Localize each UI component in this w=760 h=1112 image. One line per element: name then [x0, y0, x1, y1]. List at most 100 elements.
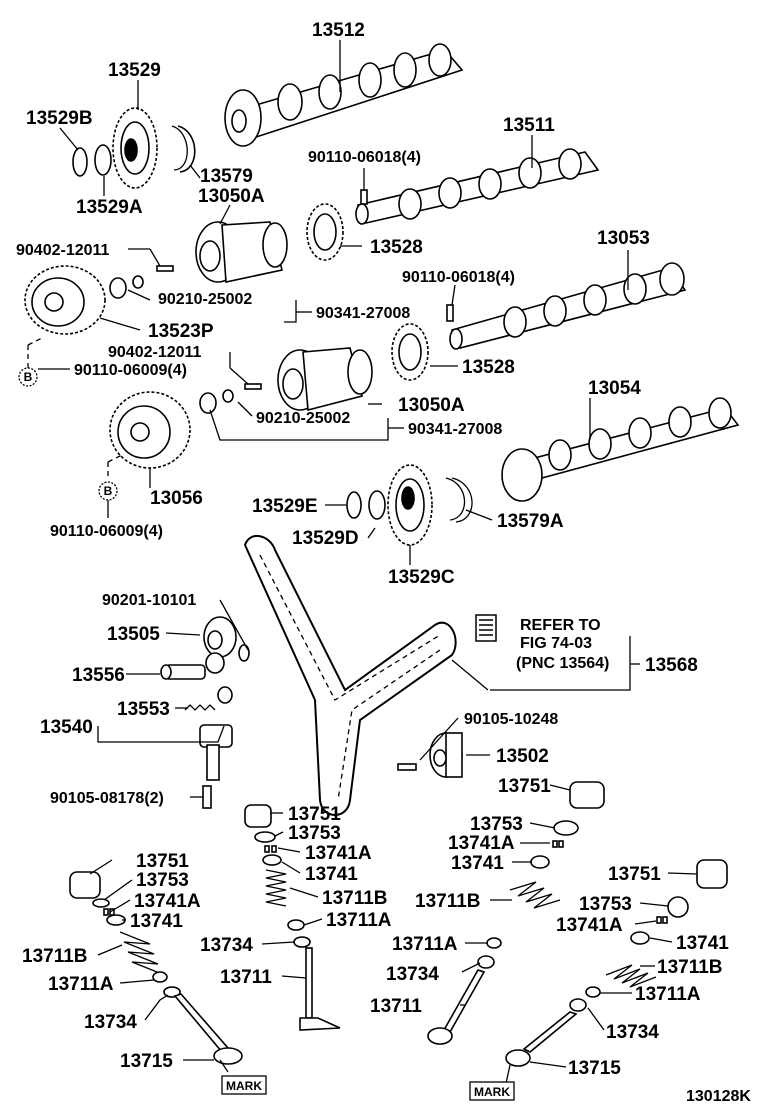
plate-13529D — [368, 490, 386, 520]
nut-90201-10101 — [238, 644, 250, 662]
label-13715-l: 13715 — [120, 1051, 173, 1072]
mark-label-right: MARK — [474, 1085, 510, 1099]
plate-13529A — [94, 144, 112, 176]
valve-13715-rr — [505, 1011, 578, 1067]
spring-13711B-mid — [265, 869, 287, 907]
camshaft-13054 — [501, 397, 740, 502]
label-13734-rr: 13734 — [606, 1022, 659, 1043]
shim-13753-mid — [254, 831, 276, 843]
bolt-90110-06018-b — [446, 304, 454, 322]
label-13715-r: 13715 — [568, 1058, 621, 1079]
circle-b-marker-2: B — [98, 481, 118, 501]
keeper-13741A-mid — [264, 845, 277, 853]
label-13711A-m: 13711A — [326, 910, 392, 931]
retainer-13741-rr — [630, 931, 650, 945]
label-13529B: 13529B — [26, 108, 93, 129]
label-13711A-r: 13711A — [392, 934, 458, 955]
label-13529A: 13529A — [76, 197, 143, 218]
timing-belt-13568 — [243, 535, 457, 816]
label-13502: 13502 — [496, 746, 549, 767]
washer-13529B — [72, 147, 88, 177]
idler-13502 — [429, 732, 463, 778]
seat-13711A-l — [152, 971, 168, 983]
bolt-90105-10248 — [397, 763, 417, 771]
seat-13711A-rr — [585, 986, 601, 998]
spring-13711B-l — [119, 931, 163, 975]
label-13553: 13553 — [117, 699, 170, 720]
snap-ring-13579 — [171, 125, 196, 173]
label-13753-r: 13753 — [470, 814, 523, 835]
label-13753-rr: 13753 — [579, 894, 632, 915]
keeper-13741A-r — [552, 840, 564, 848]
label-13523P: 13523P — [148, 321, 214, 342]
bolt-90110-06018-a — [360, 189, 368, 205]
label-13711A-rr: 13711A — [635, 984, 701, 1005]
label-13734-m: 13734 — [200, 935, 253, 956]
valve-13711-r — [427, 969, 486, 1045]
circle-b-label-1: B — [24, 370, 33, 384]
label-13050A-upper: 13050A — [198, 186, 265, 207]
seal-13734-mid — [293, 936, 311, 948]
label-90210-25002-b: 90210-25002 — [256, 410, 350, 427]
shaft-13556 — [160, 664, 206, 680]
label-13711A-l: 13711A — [48, 974, 114, 995]
bolt-90402-upper — [156, 265, 174, 272]
label-13050A-lower: 13050A — [398, 395, 465, 416]
valve-13711-mid — [299, 947, 341, 1031]
label-13753-l: 13753 — [136, 870, 189, 891]
label-90110-06009-a: 90110-06009(4) — [74, 362, 187, 379]
label-13741-m: 13741 — [305, 864, 358, 885]
label-13734-l: 13734 — [84, 1012, 137, 1033]
gear-13529 — [112, 107, 158, 189]
bolt-90105-08178 — [202, 785, 212, 809]
label-13511: 13511 — [503, 115, 555, 136]
seal-13734-rr — [569, 998, 587, 1012]
label-13741-l: 13741 — [130, 911, 183, 932]
label-13529D: 13529D — [292, 528, 359, 549]
label-90201-10101: 90201-10101 — [102, 592, 196, 609]
label-13579A: 13579A — [497, 511, 564, 532]
label-13529C: 13529C — [388, 567, 455, 588]
pulley-13056 — [109, 391, 191, 469]
retainer-13741-mid — [262, 854, 282, 866]
label-13711-m: 13711 — [220, 967, 272, 988]
shim-13753-l — [92, 898, 110, 908]
label-13734-r: 13734 — [386, 964, 439, 985]
spacer-13556b — [205, 652, 225, 674]
spring-13553 — [184, 686, 233, 711]
label-13540: 13540 — [40, 717, 93, 738]
label-13568: 13568 — [645, 655, 698, 676]
vvt-13050A-lower — [277, 347, 373, 412]
label-13741A-l: 13741A — [134, 891, 201, 912]
label-13054: 13054 — [588, 378, 641, 399]
label-13751-l: 13751 — [136, 851, 189, 872]
valve-13715-l — [173, 993, 243, 1065]
leader-lines — [27, 40, 698, 1089]
label-90110-06018-a: 90110-06018(4) — [308, 149, 421, 166]
gear-13528-lower — [391, 323, 429, 381]
label-13711B-m: 13711B — [322, 888, 388, 909]
bolt-90402-lower — [244, 383, 262, 390]
seat-13711A-r — [486, 937, 502, 949]
retainer-13741-r — [530, 855, 550, 869]
pulley-13523P — [24, 265, 106, 335]
label-90105-10248: 90105-10248 — [464, 711, 558, 728]
keeper-13741A-rr — [656, 916, 668, 924]
seal-13734-r — [477, 955, 495, 969]
label-13528-lower: 13528 — [462, 357, 515, 378]
label-90402-12011-b: 90402-12011 — [108, 344, 202, 361]
refer-to-line-2: FIG 74-03 — [520, 635, 592, 652]
label-13741A-rr: 13741A — [556, 915, 623, 936]
label-13505: 13505 — [107, 624, 160, 645]
camshaft-13512 — [224, 43, 464, 147]
shim-13753-rr — [667, 896, 689, 918]
label-90110-06018-b: 90110-06018(4) — [402, 269, 515, 286]
idler-13505 — [203, 616, 237, 658]
label-13741-rr: 13741 — [676, 933, 729, 954]
vvt-13050A-upper — [195, 221, 288, 283]
label-13056: 13056 — [150, 488, 203, 509]
label-13741-r: 13741 — [451, 853, 504, 874]
washer-90210-lower — [199, 389, 234, 414]
label-13053: 13053 — [597, 228, 650, 249]
